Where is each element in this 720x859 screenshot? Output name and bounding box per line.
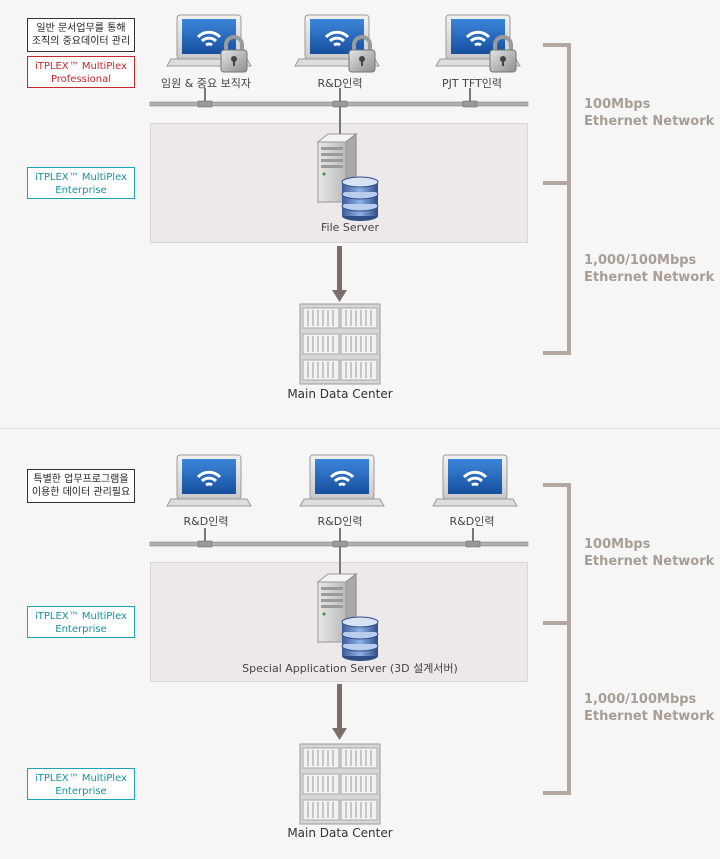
section-divider [0, 428, 720, 429]
section2-database-icon [341, 616, 379, 662]
product-edition-line: Professional [50, 74, 112, 85]
section1-description-line2: 조직의 중요데이터 관리 [31, 36, 131, 47]
section2-description-box: 특별한 업무프로그램을 이용한 데이터 관리필요 [27, 469, 135, 503]
speed-text: 1,000/100Mbps [584, 253, 697, 268]
section1-description-line1: 일반 문서업무를 통해 [36, 23, 126, 34]
network-text: Ethernet Network [584, 709, 715, 724]
section1-client-2-label: R&D인력 [317, 77, 363, 90]
section2-client-3-label: R&D인력 [449, 515, 495, 528]
product-name-line: iTPLEX™ MultiPlex [35, 611, 127, 622]
section2-description-line1: 특별한 업무프로그램을 [33, 474, 129, 485]
section1-description-box: 일반 문서업무를 통해 조직의 중요데이터 관리 [27, 18, 135, 52]
section2-client-2-label: R&D인력 [317, 515, 363, 528]
product-edition-line: Enterprise [55, 185, 107, 196]
section2-network-bus [149, 528, 529, 740]
section2-client-1-label: R&D인력 [183, 515, 229, 528]
section1-data-center-label: Main Data Center [287, 387, 393, 401]
section2-description-line2: 이용한 데이터 관리필요 [31, 487, 131, 498]
section2-data-center-rack-icon [299, 743, 381, 825]
section1-network-bus [149, 88, 529, 302]
network-text: Ethernet Network [584, 270, 715, 285]
speed-text: 1,000/100Mbps [584, 692, 697, 707]
section2-network-bottom-label: 1,000/100Mbps Ethernet Network [584, 691, 714, 725]
product-edition-line: Enterprise [55, 786, 107, 797]
speed-text: 100Mbps [584, 97, 651, 112]
section1-bracket [543, 43, 571, 355]
section1-client-1-label: 임원 & 중요 보직자 [161, 77, 251, 90]
product-name-line: iTPLEX™ MultiPlex [35, 61, 127, 72]
section2-bracket [543, 483, 571, 795]
product-edition-line: Enterprise [55, 624, 107, 635]
product-name-line: iTPLEX™ MultiPlex [35, 172, 127, 183]
section2-network-top-label: 100Mbps Ethernet Network [584, 536, 714, 570]
section1-product-professional: iTPLEX™ MultiPlex Professional [27, 56, 135, 88]
network-text: Ethernet Network [584, 554, 715, 569]
section2-server-label: Special Application Server (3D 설계서버) [242, 662, 458, 675]
section1-network-top-label: 100Mbps Ethernet Network [584, 96, 714, 130]
section1-server-label: File Server [321, 221, 379, 234]
section2-data-center-label: Main Data Center [287, 826, 393, 840]
section2-product-enterprise: iTPLEX™ MultiPlex Enterprise [27, 606, 135, 638]
section1-client-3-label: PJT TFT인력 [442, 77, 502, 90]
section2-product-enterprise-datacenter: iTPLEX™ MultiPlex Enterprise [27, 768, 135, 800]
product-name-line: iTPLEX™ MultiPlex [35, 773, 127, 784]
speed-text: 100Mbps [584, 537, 651, 552]
section1-product-enterprise: iTPLEX™ MultiPlex Enterprise [27, 167, 135, 199]
network-text: Ethernet Network [584, 114, 715, 129]
section1-network-bottom-label: 1,000/100Mbps Ethernet Network [584, 252, 714, 286]
